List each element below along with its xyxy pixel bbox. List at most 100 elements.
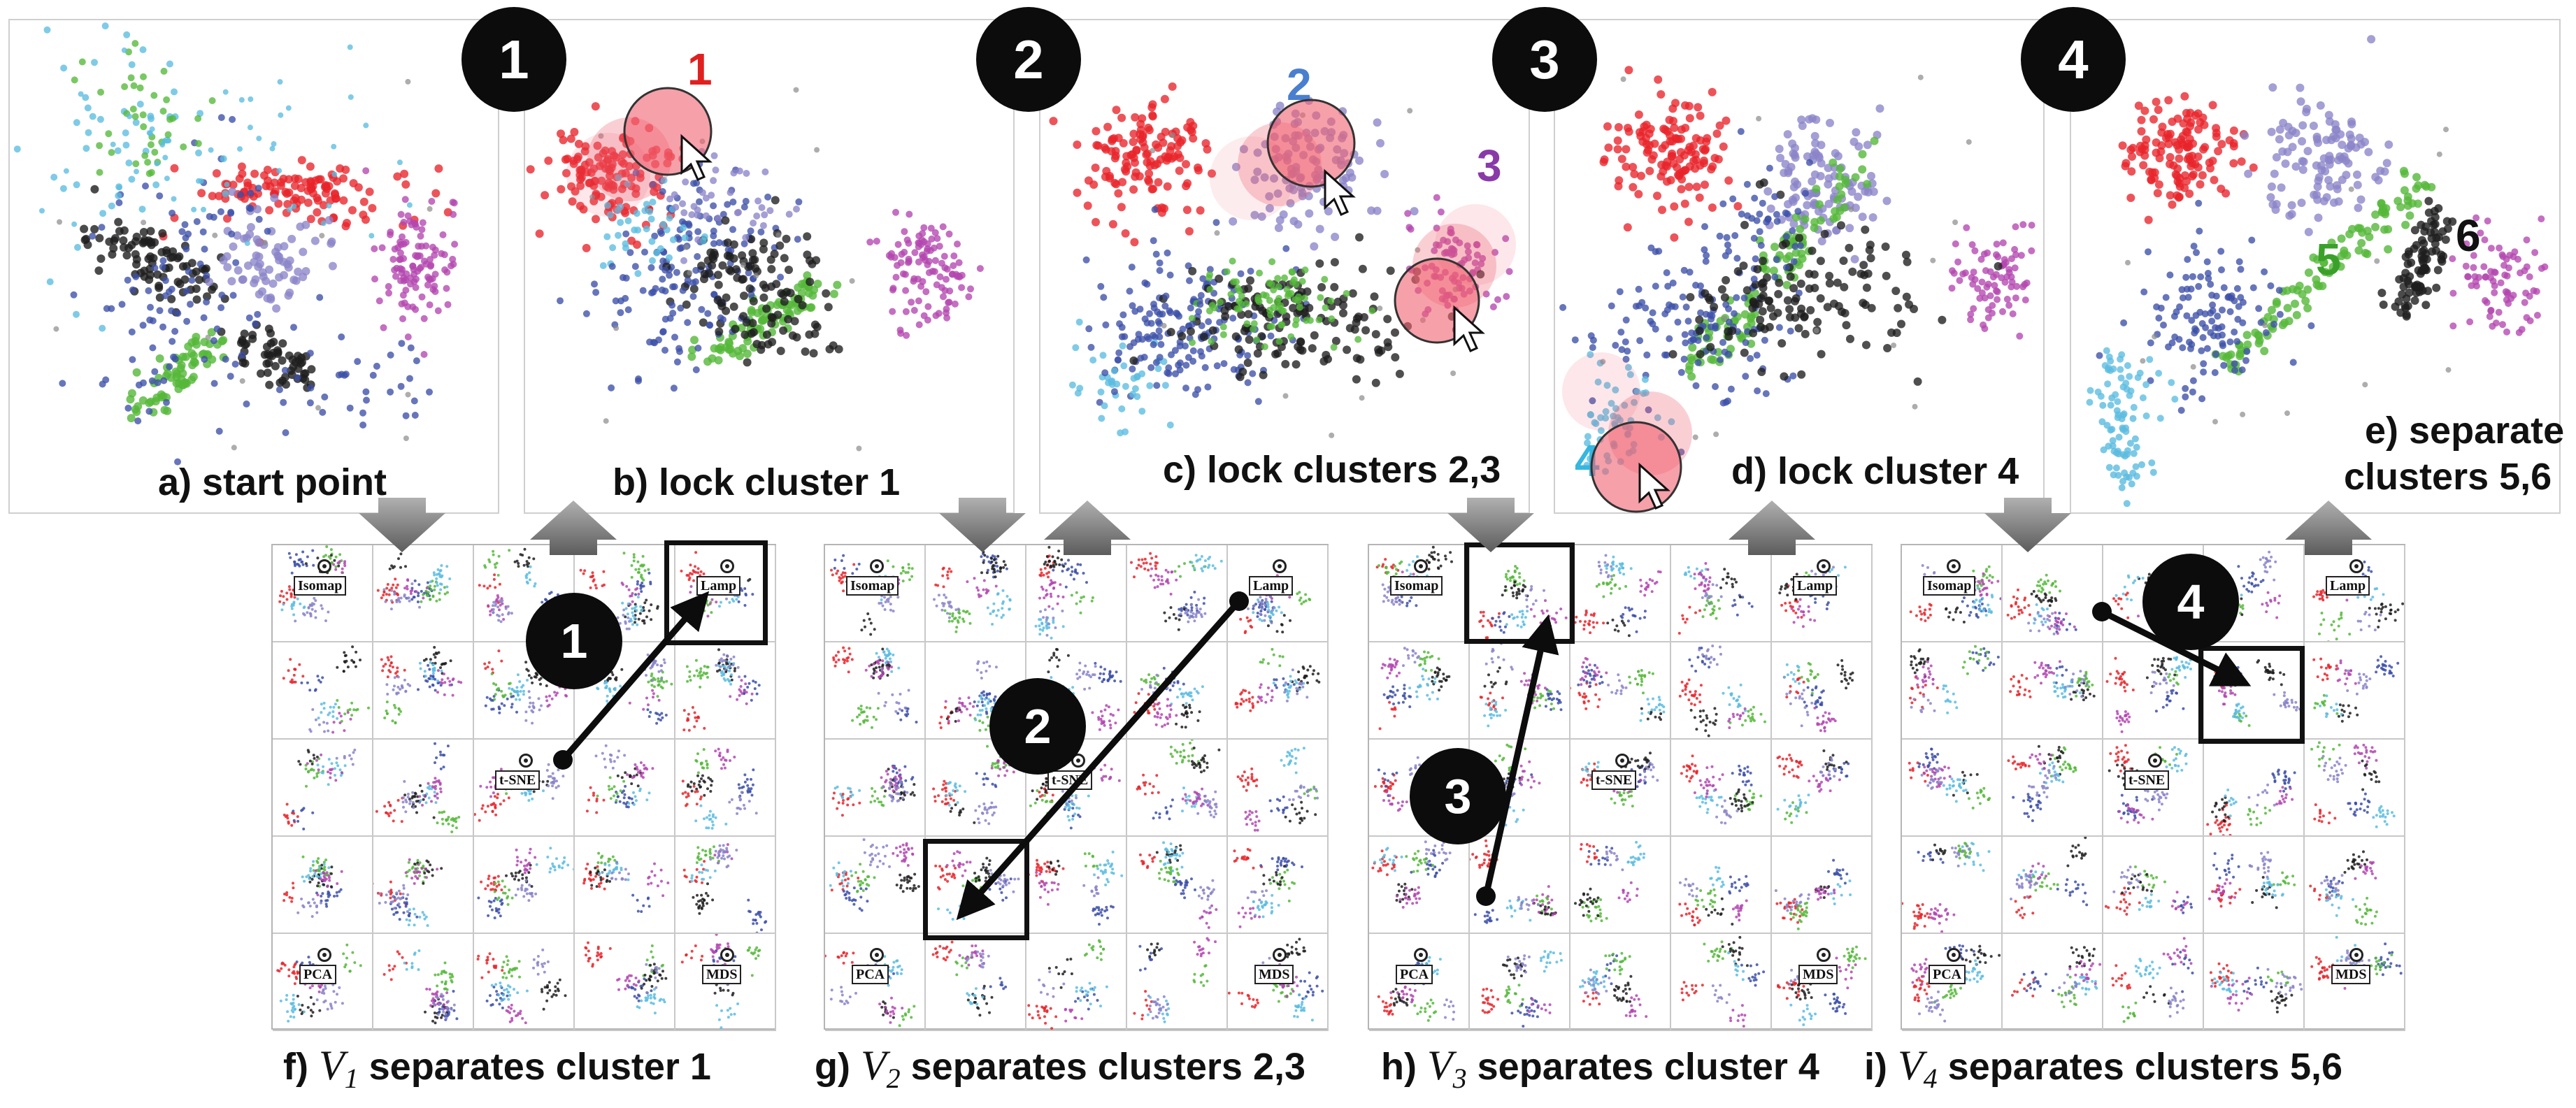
scatter-point <box>1293 309 1302 318</box>
scatter-point <box>1120 362 1128 370</box>
scatter-point <box>73 119 80 127</box>
scatter-point <box>2219 331 2226 339</box>
scatter-point <box>1411 275 1420 284</box>
scatter-point <box>459 681 463 684</box>
view-cell[interactable] <box>373 545 474 642</box>
scatter-point <box>2284 131 2294 140</box>
scatter-point <box>661 266 669 274</box>
view-cell[interactable]: Isomap <box>273 545 373 642</box>
scatter-point <box>2175 154 2184 163</box>
scatter-point <box>2126 440 2134 447</box>
scatter-point <box>265 206 274 215</box>
view-cell[interactable] <box>273 642 373 740</box>
scatter-point <box>389 661 393 665</box>
scatter-point <box>176 364 185 373</box>
scatter-point <box>939 223 947 231</box>
scatter-point <box>557 297 564 305</box>
scatter-point <box>2177 407 2185 414</box>
scatter-point <box>448 684 452 686</box>
scatter-point <box>777 289 786 298</box>
scatter-point <box>1438 287 1446 294</box>
scatter-point <box>1999 239 2007 247</box>
scatter-point <box>433 573 436 577</box>
scatter-point <box>1253 349 1262 358</box>
scatter-point <box>368 203 377 213</box>
view-cell[interactable] <box>675 642 776 740</box>
scatter-point <box>624 607 628 610</box>
scatter-point <box>403 587 407 590</box>
scatter-point <box>631 600 634 603</box>
scatter-point <box>518 680 522 683</box>
scatter-point <box>1339 301 1347 310</box>
scatter-point <box>2171 333 2179 341</box>
scatter-point <box>1701 146 1710 155</box>
scatter-point <box>290 605 294 608</box>
scatter-point <box>1691 134 1701 143</box>
scatter-point <box>354 358 362 366</box>
scatter-point <box>2118 141 2127 150</box>
scatter-point <box>708 192 715 199</box>
projection-anchor-icon[interactable] <box>317 559 331 573</box>
scatter-point <box>1808 114 1817 123</box>
scatter-point <box>488 584 492 588</box>
scatter-point <box>1719 338 1726 346</box>
scatter-point <box>518 698 522 701</box>
scatter-point <box>751 593 754 596</box>
scatter-point <box>728 600 731 604</box>
scatter-point <box>1208 169 1216 178</box>
scatter-point <box>591 280 598 288</box>
scatter-point <box>323 730 326 733</box>
scatter-point <box>608 384 615 391</box>
scatter-point <box>2175 182 2184 191</box>
projection-anchor-icon[interactable] <box>720 559 734 573</box>
scatter-point <box>1150 161 1159 170</box>
scatter-point <box>1670 233 1679 242</box>
scatter-point <box>2374 258 2380 264</box>
scatter-point <box>2291 129 2300 138</box>
scatter-point <box>400 218 408 226</box>
scatter-point <box>1701 289 1710 298</box>
scatter-point <box>276 181 285 190</box>
scatter-point <box>742 318 751 327</box>
scatter-point <box>493 698 496 701</box>
scatter-point <box>280 271 288 280</box>
scatter-point <box>1361 326 1371 335</box>
scatter-point <box>219 336 228 345</box>
scatter-point <box>694 345 702 352</box>
view-cell[interactable] <box>373 642 474 740</box>
scatter-point <box>694 236 702 243</box>
scatter-point <box>1292 280 1300 288</box>
scatter-point <box>1428 262 1436 270</box>
scatter-point <box>2214 147 2223 156</box>
scatter-point <box>394 721 397 725</box>
scatter-point <box>585 178 594 187</box>
scatter-point <box>702 572 706 575</box>
scatter-point <box>1479 254 1487 262</box>
scatter-point <box>1834 302 1843 310</box>
scatter-point <box>2338 141 2347 150</box>
scatter-point <box>385 289 392 297</box>
scatter-point <box>123 31 131 38</box>
scatter-point <box>1810 131 1819 141</box>
scatter-point <box>641 608 643 612</box>
scatter-point <box>695 719 699 723</box>
scatter-point <box>525 563 529 566</box>
scatter-point <box>698 305 706 313</box>
scatter-point <box>1703 134 1712 143</box>
scatter-point <box>1153 382 1161 389</box>
scatter-point <box>952 271 960 278</box>
scatter-point <box>767 282 776 291</box>
scatter-point <box>432 653 436 656</box>
scatter-point <box>1701 246 1708 254</box>
scatter-point <box>1167 142 1176 151</box>
scatter-point <box>581 142 590 151</box>
scatter-point <box>144 159 152 166</box>
scatter-point <box>2121 469 2128 477</box>
scatter-point <box>2280 318 2289 327</box>
scatter-point <box>320 711 323 714</box>
scatter-point <box>525 580 529 584</box>
scatter-point <box>1791 153 1800 162</box>
scatter-point <box>140 379 147 387</box>
scatter-point <box>1476 270 1485 279</box>
scatter-point <box>227 277 236 286</box>
